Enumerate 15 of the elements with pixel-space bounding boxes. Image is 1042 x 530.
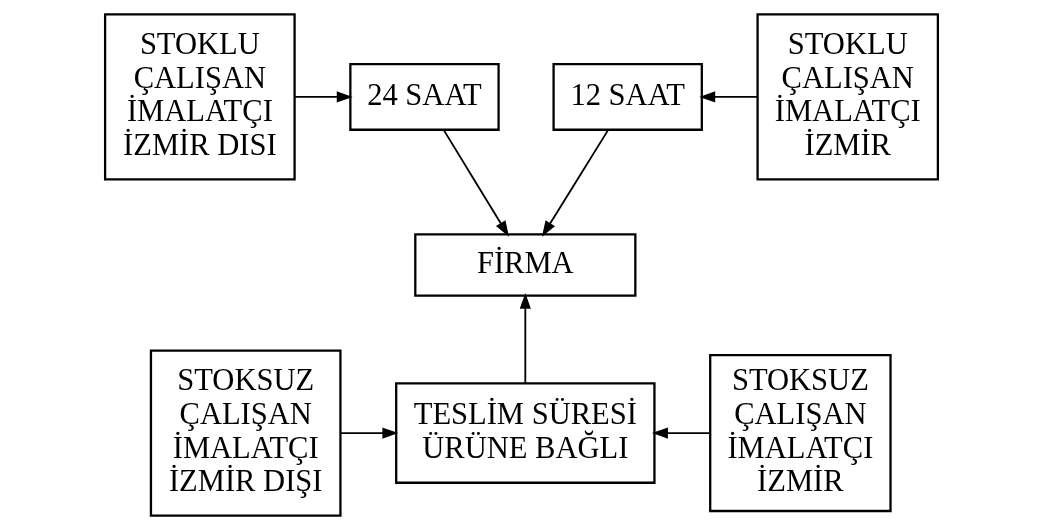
node-box: STOKSUZ ÇALIŞAN İMALATÇI İZMİR DIŞI (149, 349, 342, 517)
arrow (442, 128, 509, 237)
arrow (541, 128, 609, 237)
arrow (651, 427, 711, 439)
node-box: STOKLU ÇALIŞAN İMALATÇI İZMİR DISI (103, 13, 296, 181)
arrow (698, 91, 758, 103)
node-box: STOKLU ÇALIŞAN İMALATÇI İZMİR (755, 13, 939, 181)
node-box: 24 SAAT (348, 62, 500, 131)
node-box: STOKSUZ ÇALIŞAN İMALATÇI İZMİR (708, 354, 892, 513)
node-box: TESLİM SÜRESİ ÜRÜNE BAĞLI (394, 382, 656, 484)
arrow (293, 91, 353, 103)
node-box: FİRMA (413, 233, 636, 297)
arrow (519, 292, 531, 385)
node-box: 12 SAAT (551, 62, 703, 131)
arrow (339, 427, 398, 439)
